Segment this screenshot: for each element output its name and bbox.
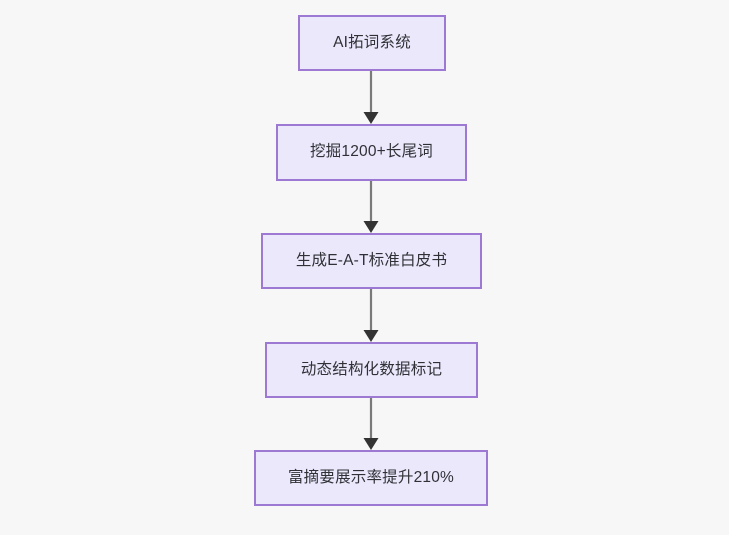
flow-node-label: 富摘要展示率提升210% (287, 468, 455, 486)
flow-node-rich-snippet-impression-uplift[interactable]: 富摘要展示率提升210% (254, 450, 488, 506)
flow-node-dynamic-structured-data-markup[interactable]: 动态结构化数据标记 (265, 342, 478, 398)
flow-node-ai-keyword-system[interactable]: AI拓词系统 (298, 15, 446, 71)
edge-n2-n3 (363, 181, 379, 233)
edge-n1-n2 (363, 71, 379, 124)
flow-node-mine-longtail-keywords[interactable]: 挖掘1200+长尾词 (276, 124, 467, 181)
flow-node-label: 挖掘1200+长尾词 (309, 143, 434, 161)
flow-node-label: 生成E-A-T标准白皮书 (295, 251, 448, 269)
edge-n4-n5 (363, 398, 379, 450)
edge-n3-n4 (363, 289, 379, 342)
flow-node-label: AI拓词系统 (333, 33, 411, 51)
flow-node-label: 动态结构化数据标记 (300, 360, 443, 378)
flow-node-generate-eat-whitepaper[interactable]: 生成E-A-T标准白皮书 (261, 233, 482, 289)
